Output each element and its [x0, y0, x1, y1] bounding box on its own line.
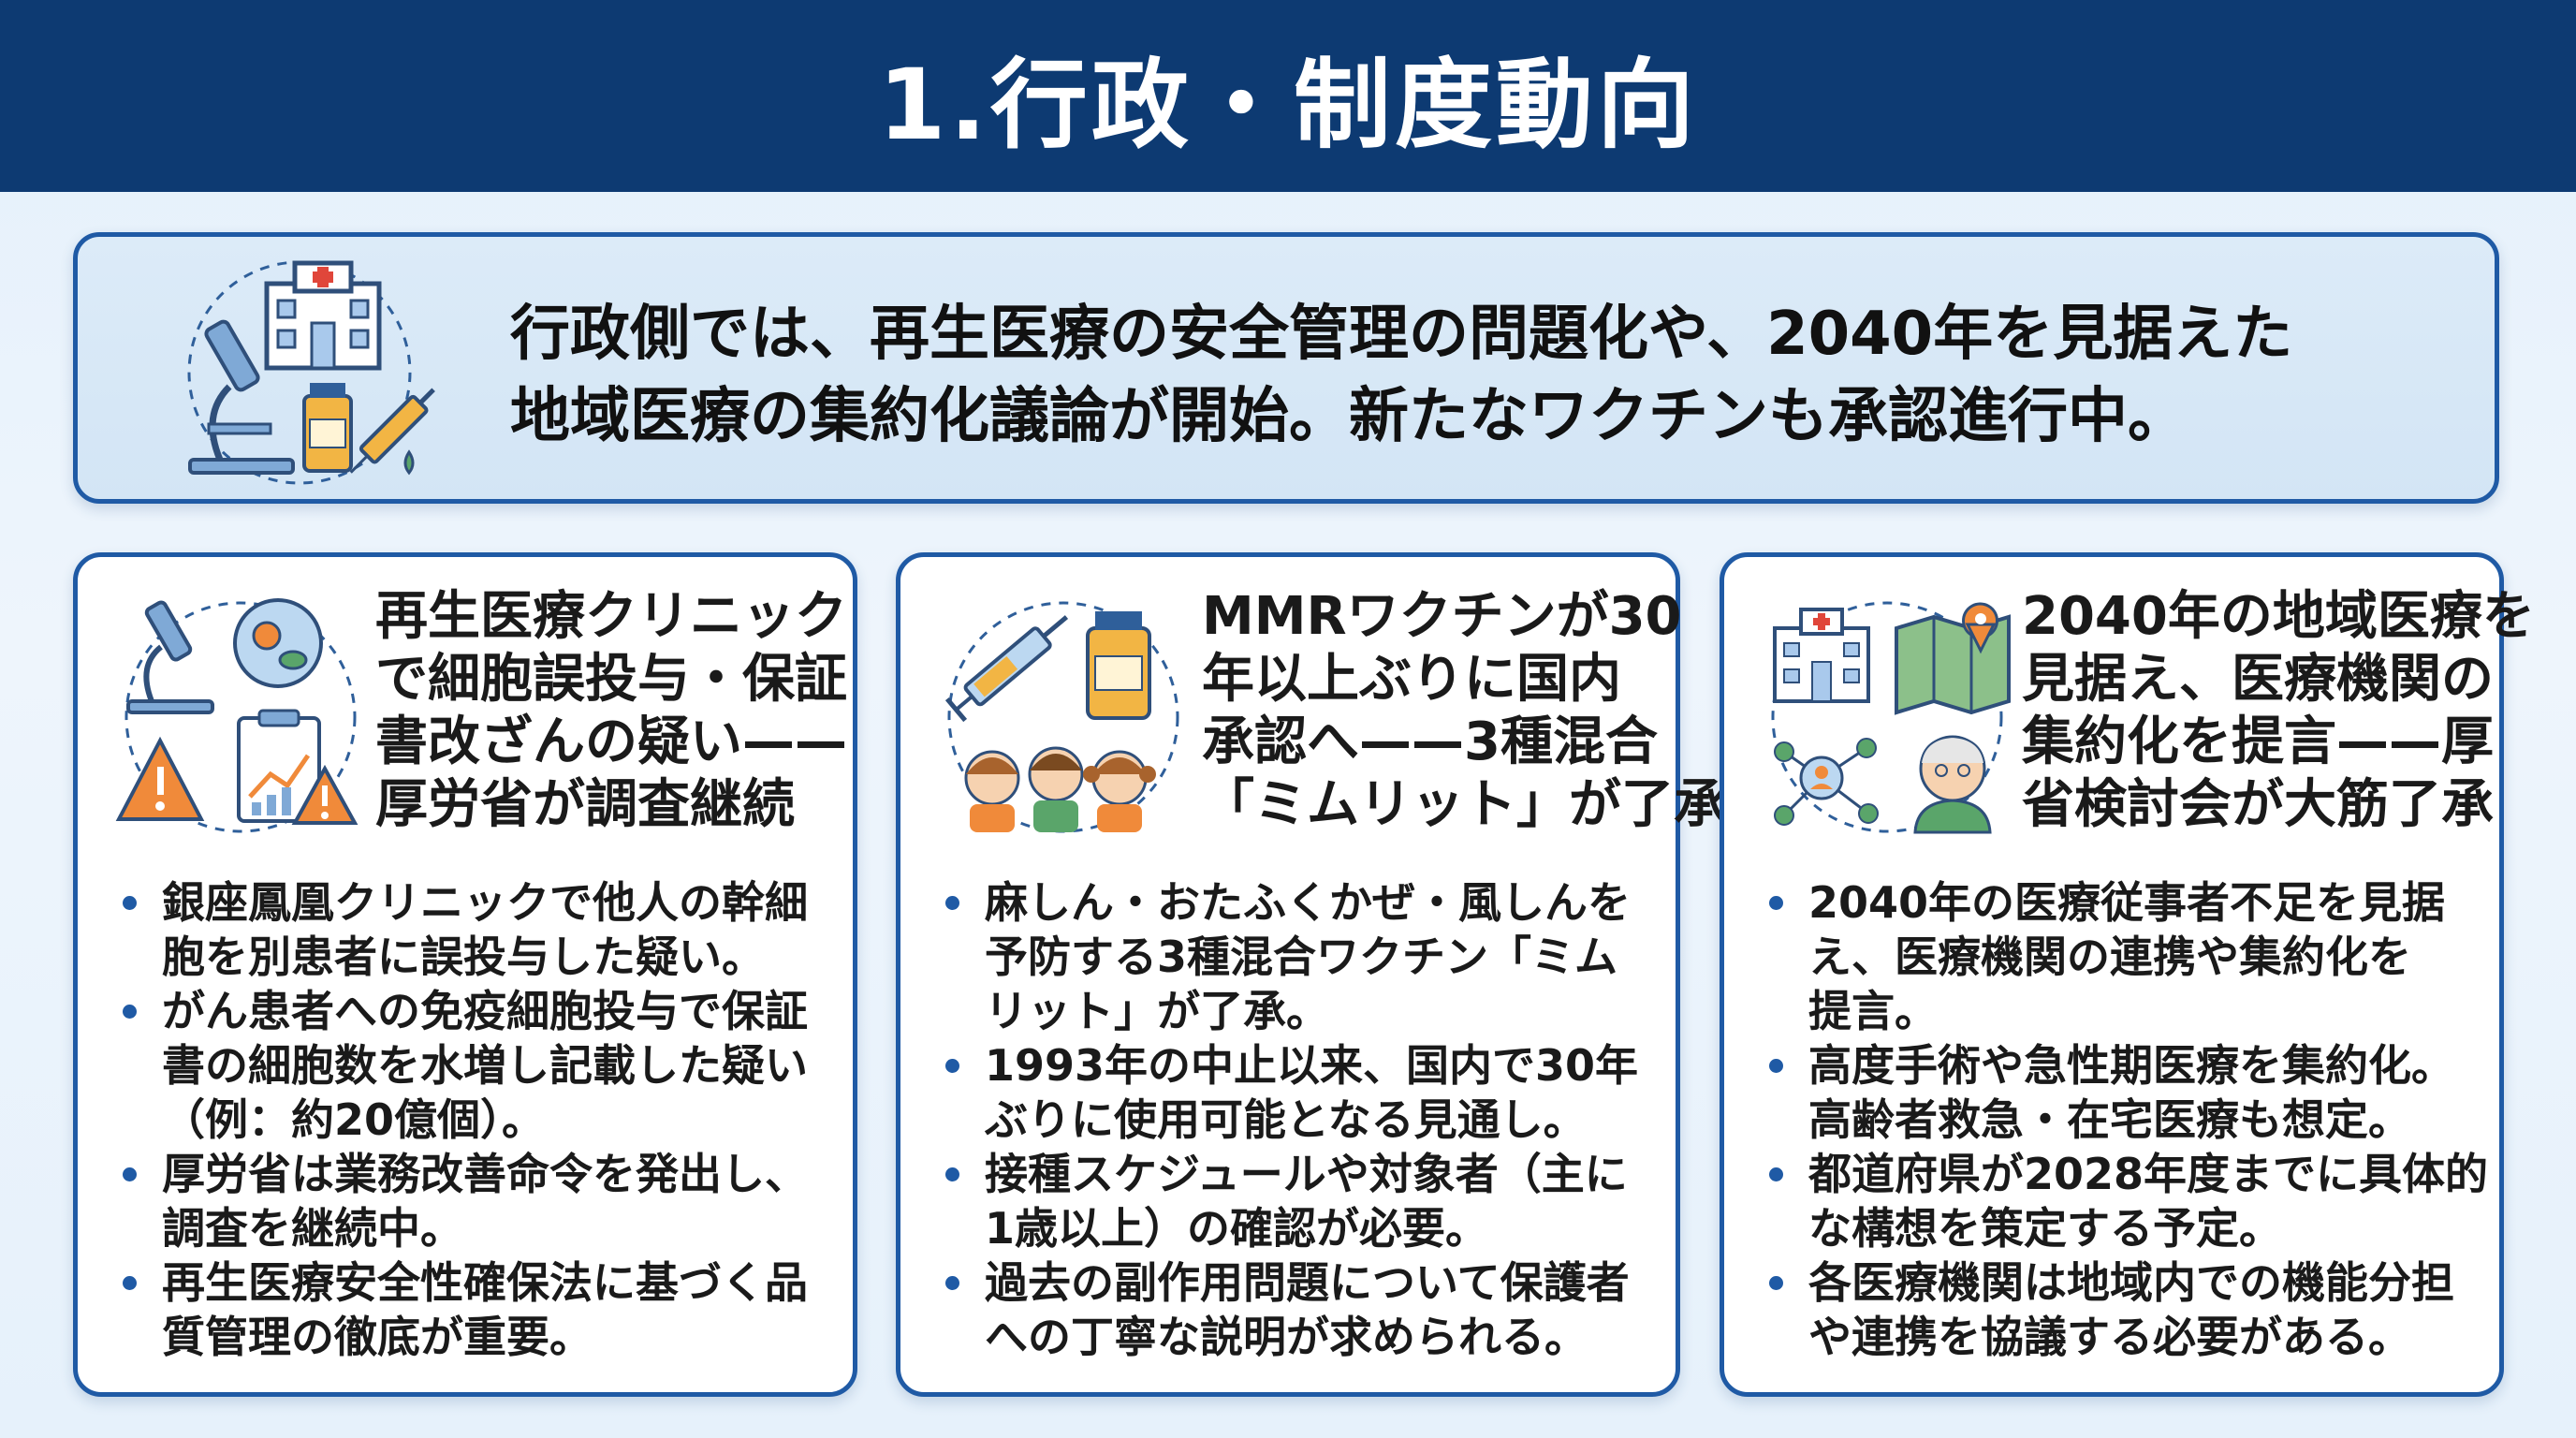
summary-text: 行政側では、再生医療の安全管理の問題化や、2040年を見据えた 地域医療の集約化… — [510, 293, 2476, 458]
card-mmr-vaccine: MMRワクチンが30 年以上ぶりに国内 承認へ——3種混合 「ミムリット」が了承… — [896, 552, 1726, 1397]
clipboard-chart-icon — [237, 709, 321, 823]
summary-line: 地域医療の集約化議論が開始。新たなワクチンも承認進行中。 — [510, 382, 2188, 451]
hospital-icon — [1773, 608, 1870, 703]
microscope-icon — [126, 600, 214, 714]
list-item: 麻しん・おたふくかぜ・風しんを 予防する3種混合ワクチン「ミム リット」が了承。 — [938, 875, 1659, 1038]
child-face-icon — [964, 750, 1020, 832]
card-regenerative-clinic: 再生医療クリニック で細胞誤投与・保証 書改ざんの疑い—— 厚労省が調査継続 銀… — [73, 552, 857, 1397]
cell-icon — [233, 598, 323, 688]
summary-line: 行政側では、再生医療の安全管理の問題化や、2040年を見据えた — [510, 300, 2293, 369]
list-item: 各医療機関は地域内での機能分担 や連携を協議する必要がある。 — [1762, 1255, 2482, 1364]
map-pin-icon — [1895, 602, 2011, 715]
bullet-list: 銀座鳳凰クリニックで他人の幹細 胞を別患者に誤投与した疑い。 がん患者への免疫細… — [115, 875, 836, 1364]
vial-icon — [302, 383, 353, 473]
network-icon — [1774, 738, 1879, 826]
list-item: 過去の副作用問題について保護者 への丁寧な説明が求められる。 — [938, 1255, 1659, 1364]
page-title: 1.行政・制度動向 — [878, 48, 1698, 162]
vaccine-children-illustration-icon — [944, 601, 1179, 833]
syringe-icon — [944, 615, 1069, 723]
card-title: 2040年の地域医療を 見据え、医療機関の 集約化を提言——厚 省検討会が大筋了… — [2022, 586, 2535, 835]
elderly-person-icon — [1913, 735, 1992, 834]
hospital-icon — [264, 260, 382, 371]
warning-small-icon — [291, 764, 359, 825]
list-item: がん患者への免疫細胞投与で保証 書の細胞数を水増し記載した疑い （例：約20億個… — [115, 984, 836, 1147]
list-item: 都道府県が2028年度までに具体的 な構想を策定する予定。 — [1762, 1147, 2488, 1255]
bullet-list: 麻しん・おたふくかぜ・風しんを 予防する3種混合ワクチン「ミム リット」が了承。… — [938, 875, 1659, 1364]
card-title: MMRワクチンが30 年以上ぶりに国内 承認へ——3種混合 「ミムリット」が了承 — [1202, 586, 1726, 835]
card-regional-medicine-2040: 2040年の地域医療を 見据え、医療機関の 集約化を提言——厚 省検討会が大筋了… — [1720, 552, 2535, 1397]
child-face-icon — [1028, 746, 1084, 832]
card-title: 再生医療クリニック で細胞誤投与・保証 書改ざんの疑い—— 厚労省が調査継続 — [375, 586, 847, 835]
regional-medicine-illustration-icon — [1771, 601, 2011, 834]
list-item: 高度手術や急性期医療を集約化。 高齢者救急・在宅医療も想定。 — [1762, 1038, 2482, 1147]
list-item: 2040年の医療従事者不足を見据 え、医療機関の連携や集約化を 提言。 — [1762, 875, 2482, 1038]
header-banner: 1.行政・制度動向 — [0, 0, 2576, 192]
clinic-investigation-illustration-icon — [115, 598, 359, 833]
child-face-icon — [1083, 750, 1156, 832]
list-item: 再生医療安全性確保法に基づく品 質管理の徹底が重要。 — [115, 1255, 836, 1364]
bullet-list: 2040年の医療従事者不足を見据 え、医療機関の連携や集約化を 提言。 高度手術… — [1762, 875, 2488, 1364]
list-item: 厚労省は業務改善命令を発出し、 調査を継続中。 — [115, 1147, 836, 1255]
syringe-icon — [349, 388, 435, 474]
vial-icon — [1086, 611, 1151, 720]
warning-icon — [115, 736, 205, 821]
medical-research-illustration-icon — [187, 260, 435, 485]
list-item: 銀座鳳凰クリニックで他人の幹細 胞を別患者に誤投与した疑い。 — [115, 875, 836, 984]
summary-box: 行政側では、再生医療の安全管理の問題化や、2040年を見据えた 地域医療の集約化… — [73, 232, 2499, 504]
list-item: 1993年の中止以来、国内で30年 ぶりに使用可能となる見通し。 — [938, 1038, 1659, 1147]
microscope-icon — [188, 319, 295, 475]
list-item: 接種スケジュールや対象者（主に 1歳以上）の確認が必要。 — [938, 1147, 1659, 1255]
